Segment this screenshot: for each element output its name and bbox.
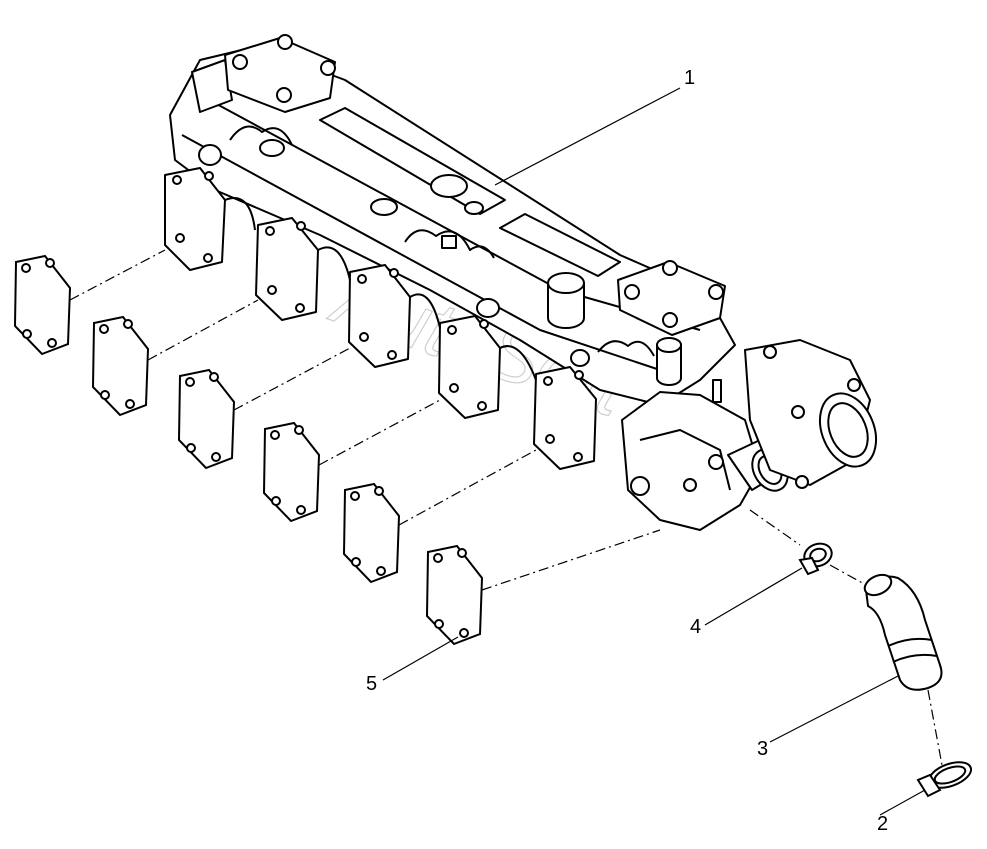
callout-2: 2 [877, 813, 889, 835]
intake-manifold [164, 34, 877, 531]
gasket-set [13, 254, 484, 646]
gasket-5 [342, 482, 401, 584]
gasket-1 [13, 254, 72, 356]
callout-5: 5 [366, 673, 378, 695]
gasket-6 [425, 544, 484, 646]
gasket-2 [91, 315, 150, 417]
leader-lines [382, 87, 926, 816]
callout-1: 1 [684, 67, 696, 89]
leader-5 [382, 636, 459, 681]
leader-3 [769, 675, 899, 743]
leader-1 [494, 87, 681, 186]
callout-4: 4 [690, 616, 702, 638]
hose-clamp-small [798, 542, 833, 576]
leader-2 [879, 789, 926, 816]
assembly-lines [69, 249, 943, 766]
leader-4 [704, 567, 803, 626]
callout-3: 3 [757, 738, 769, 760]
coolant-hose [863, 573, 943, 691]
gasket-3 [177, 368, 236, 470]
hose-clamp-large [916, 761, 973, 798]
gasket-4 [262, 421, 321, 523]
